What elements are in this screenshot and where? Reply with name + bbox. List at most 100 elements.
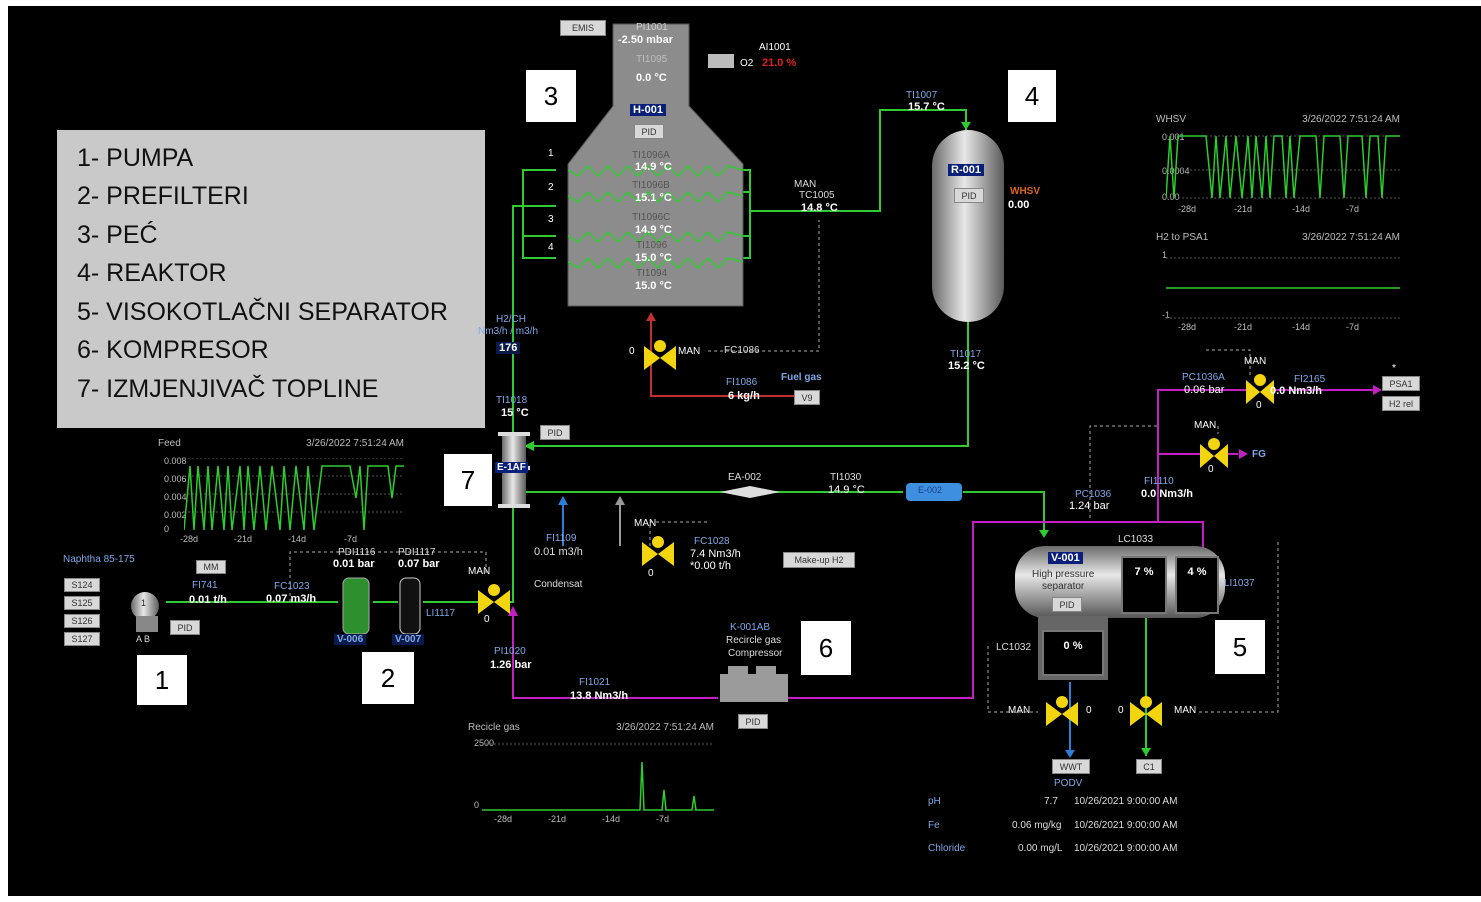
makeup-valve-mode: MAN (634, 518, 657, 529)
h2psa-x-tick: -14d (1292, 322, 1311, 332)
source-s125-button[interactable]: S125 (64, 596, 100, 610)
tc1005-mode: MAN (794, 179, 817, 190)
feed-y-tick: 0.008 (164, 456, 187, 466)
exchanger-name[interactable]: E-1AF (495, 462, 528, 473)
marker-reactor: 4 (1008, 70, 1056, 122)
ti1030-tag: TI1030 (830, 472, 862, 483)
h2-psa-trend[interactable]: H2 to PSA1 3/26/2022 7:51:24 AM 1 -1 -28… (1156, 232, 1400, 332)
marker-furnace: 3 (526, 70, 576, 122)
pc1036-value: 1.24 bar (1069, 500, 1110, 512)
feed-valve-pct: 0 (484, 614, 490, 625)
separator-label-1: High pressure (1032, 569, 1095, 580)
recycle-trend-plot (482, 743, 714, 811)
fi2165-value: 0.0 Nm3/h (1270, 385, 1322, 397)
lc1033-tag: LC1033 (1118, 534, 1154, 545)
legend-item: 5- VISOKOTLAČNI SEPARATOR (77, 298, 448, 326)
fuel-valve-pct: 0 (629, 346, 635, 357)
whsv-trend-plot (1166, 135, 1400, 199)
o2-value: 21.0 % (762, 57, 797, 69)
whsv-label: WHSV (1010, 186, 1040, 197)
separator-pid-button[interactable]: PID (1052, 597, 1082, 612)
ti1018-tag: TI1018 (496, 395, 528, 406)
ti1096c-tag: TI1096C (632, 212, 671, 223)
e-002-tag[interactable]: E-002 (918, 485, 943, 495)
fc1023-tag: FC1023 (274, 581, 310, 592)
whsv-y-tick: 0.00 (1162, 192, 1180, 202)
whsv-trend[interactable]: WHSV 3/26/2022 7:51:24 AM 0.001 0.0004 0… (1156, 114, 1400, 214)
level-indicator-2: 4 % (1175, 556, 1219, 614)
reactor-pid-button[interactable]: PID (954, 188, 984, 203)
marker-compressor: 6 (801, 621, 851, 675)
psa-asterisk: * (1392, 363, 1396, 374)
naphtha-label: Naphtha 85-175 (63, 554, 135, 565)
psa-valve-pct: 0 (1256, 400, 1262, 411)
feed-trend[interactable]: Feed 3/26/2022 7:51:24 AM 0.008 0.006 0.… (158, 438, 404, 544)
compressor-pid-button[interactable]: PID (738, 714, 768, 729)
ti1030-value: 14.9 °C (828, 484, 865, 496)
recycle-trend-title: Recicle gas (468, 722, 520, 733)
separator-name[interactable]: V-001 (1048, 552, 1083, 564)
h2-rel-button[interactable]: H2 rel (1382, 396, 1420, 411)
v-006-label[interactable]: V-006 (334, 634, 367, 645)
pi1020-value: 1.26 bar (490, 659, 532, 671)
reactor-name[interactable]: R-001 (948, 164, 984, 176)
feed-trend-plot (184, 458, 404, 531)
ti1096a-value: 14.9 °C (635, 161, 672, 173)
condensat-label: Condensat (534, 579, 583, 590)
pi1020-tag: PI1020 (494, 646, 526, 657)
coil-4-label: 4 (548, 242, 554, 253)
wwt-button[interactable]: WWT (1052, 759, 1090, 774)
makeup-valve-pct: 0 (648, 568, 654, 579)
v-007-label[interactable]: V-007 (392, 634, 425, 645)
ti1094-value: 15.0 °C (635, 280, 672, 292)
pump-pid-button[interactable]: PID (170, 620, 200, 635)
ti1096-value: 15.0 °C (635, 252, 672, 264)
pc1036-tag: PC1036 (1075, 489, 1112, 500)
makeup-h2-button[interactable]: Make-up H2 (783, 552, 855, 568)
ti1095-tag: TI1095 (636, 54, 668, 65)
pdi1117-tag: PDI1117 (398, 547, 436, 558)
feed-y-tick: 0.002 (164, 510, 187, 520)
source-s127-button[interactable]: S127 (64, 632, 100, 646)
whsv-x-tick: -21d (1234, 204, 1253, 214)
source-s124-button[interactable]: S124 (64, 578, 100, 592)
v9-button[interactable]: V9 (794, 390, 820, 405)
pc1036a-tag: PC1036A (1182, 372, 1225, 383)
recycle-trend[interactable]: Recicle gas 3/26/2022 7:51:24 AM 2500 0 … (468, 722, 714, 826)
pump-ab-label: A B (136, 634, 151, 644)
h2psa-x-tick: -7d (1346, 322, 1360, 332)
mm-button[interactable]: MM (196, 560, 226, 574)
legend-item: 6- KOMPRESOR (77, 336, 269, 364)
h2-psa-trend-plot (1166, 257, 1400, 319)
ti1007-value: 15.7 °C (908, 101, 945, 113)
recycle-x-tick: -7d (656, 814, 670, 824)
c1-button[interactable]: C1 (1136, 759, 1162, 774)
legend-item: 4- REAKTOR (77, 259, 227, 287)
whsv-x-tick: -28d (1178, 204, 1197, 214)
sep-right-valve-mode: MAN (1174, 705, 1197, 716)
h2psa-y-tick: 1 (1162, 250, 1168, 260)
recycle-trend-timestamp: 3/26/2022 7:51:24 AM (616, 722, 714, 733)
ti1096c-value: 14.9 °C (635, 224, 672, 236)
emis-button[interactable]: EMIS (560, 20, 606, 36)
legend-item: 7- IZMJENJIVAČ TOPLINE (77, 375, 379, 403)
fuel-valve-mode: MAN (678, 346, 701, 357)
process-pipes (131, 23, 1382, 758)
compressor-label-2: Compressor (728, 648, 783, 659)
psa1-button[interactable]: PSA1 (1382, 376, 1420, 391)
h2psa-x-tick: -28d (1178, 322, 1197, 332)
h2ch-unit: Nm3/h / m3/h (478, 326, 539, 337)
exchanger-pid-button[interactable]: PID (540, 425, 570, 440)
feed-x-tick: -28d (180, 534, 199, 544)
ti1017-value: 15.2 °C (948, 360, 985, 372)
h2-psa-trend-title: H2 to PSA1 (1156, 232, 1209, 243)
h2-psa-trend-timestamp: 3/26/2022 7:51:24 AM (1302, 232, 1400, 243)
source-s126-button[interactable]: S126 (64, 614, 100, 628)
pi1001-tag: PI1001 (636, 22, 668, 33)
feed-y-tick: 0.004 (164, 492, 187, 502)
h2psa-y-tick: -1 (1162, 310, 1171, 320)
tc1005-value: 14.8 °C (801, 202, 838, 214)
furnace-name[interactable]: H-001 (630, 104, 666, 116)
furnace-pid-button[interactable]: PID (634, 124, 664, 139)
podv-label: PODV (1054, 778, 1083, 789)
